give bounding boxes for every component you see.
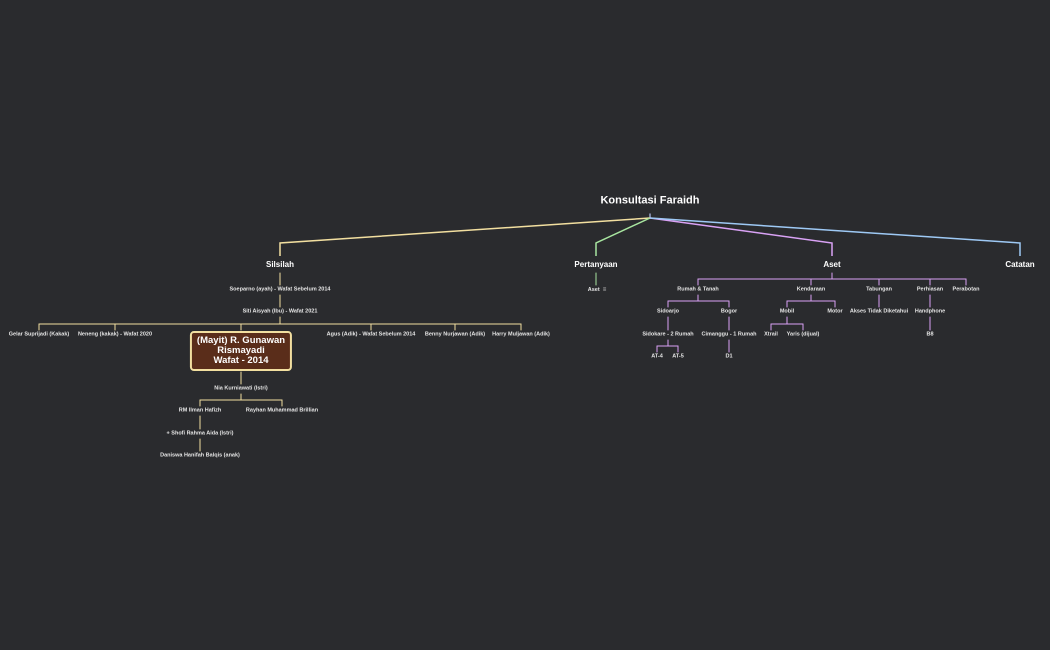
node-aset-category[interactable]: Rumah & Tanah — [677, 286, 719, 293]
node-mobil-item[interactable]: Xtrail — [764, 331, 778, 338]
deceased-name-line2: Rismayadi — [217, 345, 265, 357]
note-icon: ≡ — [602, 286, 607, 293]
node-aset-category[interactable]: Kendaraan — [796, 286, 826, 293]
branch-silsilah[interactable]: Silsilah — [265, 260, 295, 269]
node-tabungan-detail[interactable]: Akses Tidak Diketahui — [849, 308, 909, 315]
node-ayah[interactable]: Soeparno (ayah) - Wafat Sebelum 2014 — [229, 286, 331, 293]
deceased-name-line1: (Mayit) R. Gunawan — [196, 335, 286, 347]
node-sibling[interactable]: Benny Nurjawan (Adik) — [424, 331, 486, 338]
node-sidoarjo[interactable]: Sidoarjo — [656, 308, 680, 315]
node-sibling[interactable]: Harry Muljawan (Adik) — [492, 331, 550, 338]
node-motor[interactable]: Motor — [827, 308, 843, 315]
node-child[interactable]: Rayhan Muhammad Brillian — [245, 407, 319, 414]
connector — [649, 217, 1021, 256]
deceased-node[interactable]: (Mayit) R. Gunawan Rismayadi Wafat - 201… — [189, 331, 293, 371]
deceased-year-line: Wafat - 2014 — [213, 354, 269, 366]
connector — [279, 217, 651, 256]
branch-aset[interactable]: Aset — [823, 260, 841, 269]
node-menantu[interactable]: + Shofi Rahma Aida (Istri) — [166, 430, 234, 437]
node-ibu[interactable]: Siti Aisyah (Ibu) - Wafat 2021 — [242, 308, 318, 315]
node-unit[interactable]: AT-4 — [651, 353, 663, 360]
node-bogor[interactable]: Bogor — [720, 308, 738, 315]
branch-pertanyaan[interactable]: Pertanyaan — [574, 260, 618, 269]
node-handphone-detail[interactable]: B8 — [926, 331, 934, 338]
connector — [595, 217, 651, 256]
node-cimanggu[interactable]: Cimanggu - 1 Rumah — [701, 331, 757, 338]
node-child[interactable]: RM Ilman Hafizh — [178, 407, 222, 414]
node-unit[interactable]: D1 — [725, 353, 733, 360]
node-pertanyaan-aset-label: Aset — [587, 286, 600, 293]
node-mobil[interactable]: Mobil — [779, 308, 795, 315]
node-handphone[interactable]: Handphone — [914, 308, 946, 315]
node-unit[interactable]: AT-5 — [672, 353, 684, 360]
node-mobil-item[interactable]: Yaris (dijual) — [786, 331, 820, 338]
branch-catatan[interactable]: Catatan — [1005, 260, 1035, 269]
node-aset-category[interactable]: Tabungan — [866, 286, 892, 293]
connector — [649, 217, 833, 256]
node-pertanyaan-aset[interactable]: Aset≡ — [588, 287, 606, 294]
node-sidokare[interactable]: Sidokare - 2 Rumah — [642, 331, 694, 338]
node-aset-category[interactable]: Perabotan — [952, 286, 980, 293]
node-aset-category[interactable]: Perhiasan — [916, 286, 944, 293]
node-istri[interactable]: Nia Kurniawati (Istri) — [214, 385, 268, 392]
root-node[interactable]: Konsultasi Faraidh — [600, 194, 700, 207]
node-sibling[interactable]: Agus (Adik) - Wafat Sebelum 2014 — [326, 331, 416, 338]
node-cucu[interactable]: Daniswa Hanifah Balqis (anak) — [160, 452, 240, 459]
node-sibling[interactable]: Neneng (kakak) - Wafat 2020 — [77, 331, 153, 338]
node-sibling[interactable]: Gelar Suprijadi (Kakak) — [8, 331, 70, 338]
